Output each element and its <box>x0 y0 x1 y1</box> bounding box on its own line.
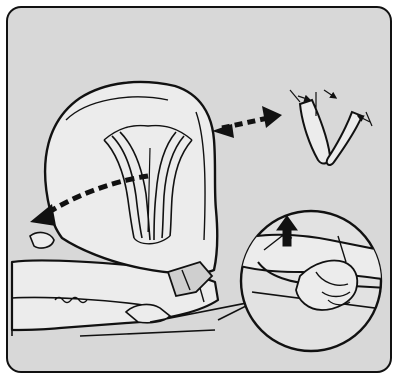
seat-adjustment-illustration <box>0 0 398 379</box>
